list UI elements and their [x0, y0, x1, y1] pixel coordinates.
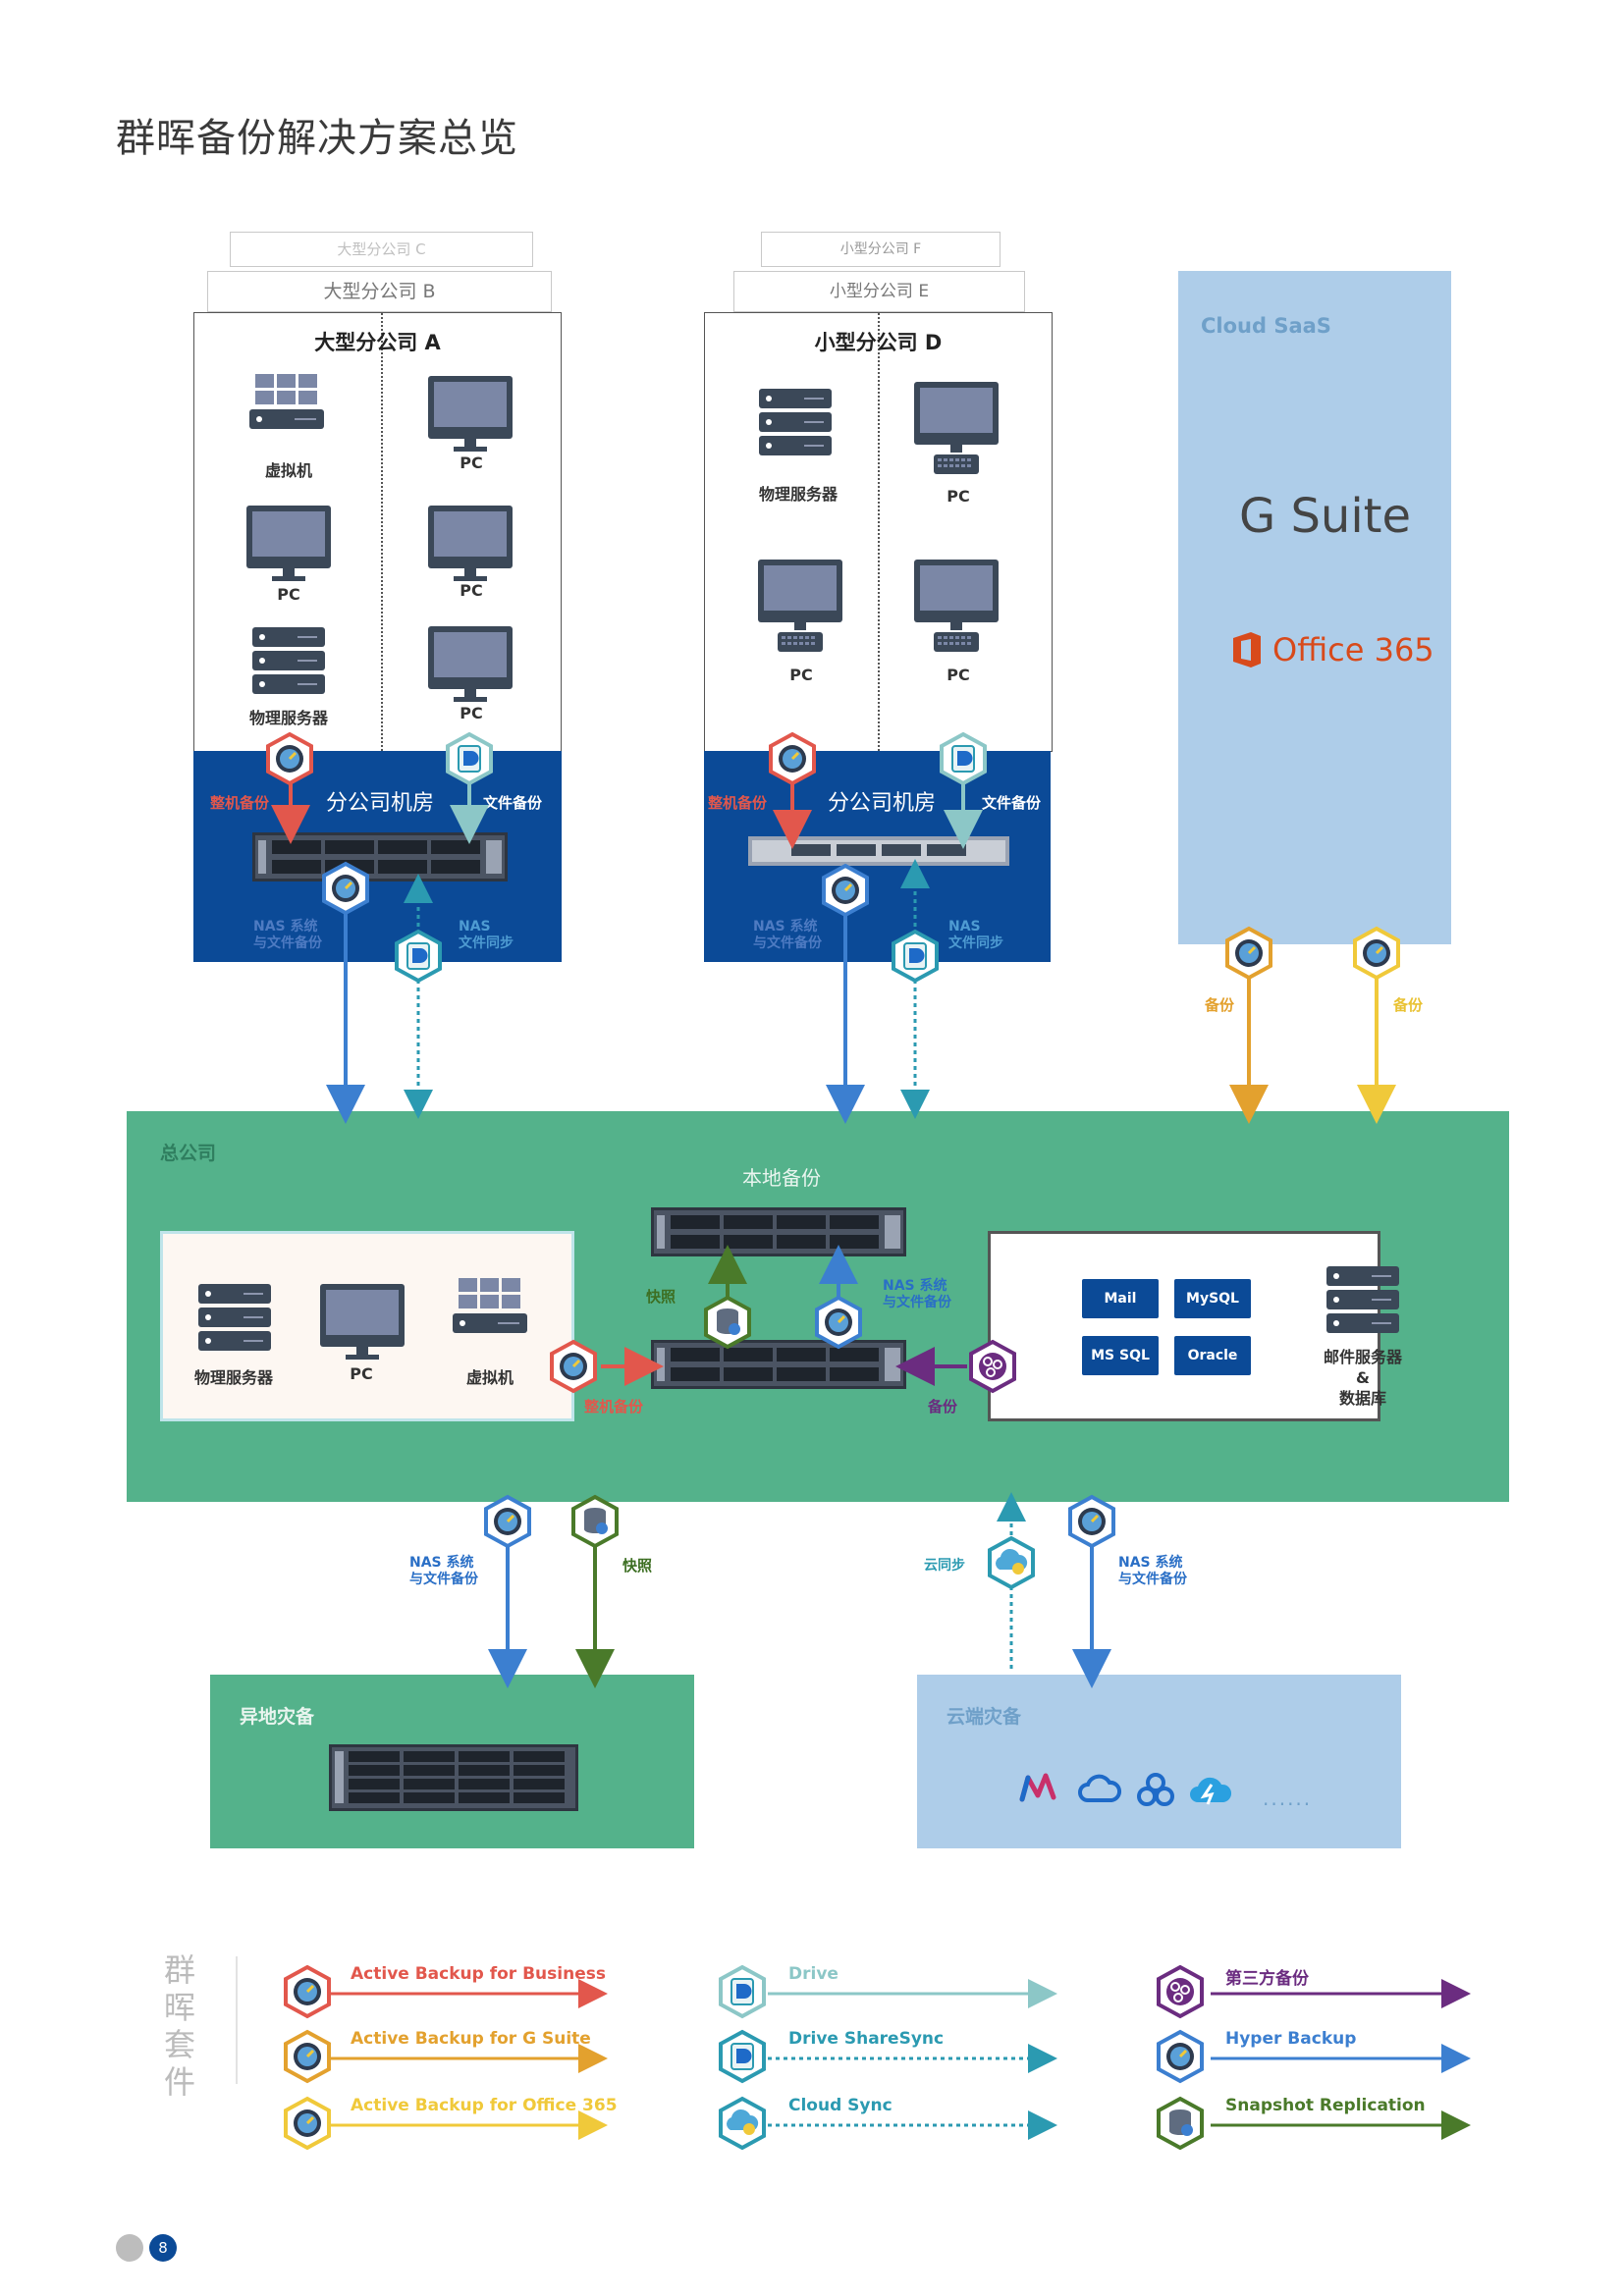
page-number: 8	[149, 2234, 177, 2262]
full-backup-label: 整机备份	[210, 794, 270, 812]
office-backup-label: 备份	[1393, 996, 1424, 1014]
device-label: PC	[460, 581, 483, 600]
device-label: PC	[789, 666, 813, 684]
hq-full-backup-label: 整机备份	[584, 1398, 644, 1415]
hq-third-party-backup-label: 备份	[928, 1398, 958, 1415]
offsite-nas-backup-label: NAS 系统 与文件备份	[409, 1555, 478, 1587]
tab-branch-f: 小型分公司 F	[761, 232, 1001, 267]
legend-label: Cloud Sync	[788, 2096, 893, 2115]
cloud-provider-logo-icon	[1078, 1774, 1121, 1802]
cloud-nas-backup-label: NAS 系统 与文件备份	[1118, 1555, 1187, 1587]
legend-cloud-sync-icon	[719, 2097, 766, 2150]
nas-sync-label: NAS 文件同步	[948, 919, 1003, 951]
legend-label: Snapshot Replication	[1225, 2096, 1426, 2115]
page-title: 群晖备份解决方案总览	[116, 116, 518, 161]
legend-third-party-backup-icon	[1157, 1965, 1204, 2018]
office365-logo-text: Office 365	[1272, 631, 1434, 668]
office-icon	[1233, 632, 1261, 667]
legend-group-title: 群晖套件	[163, 1951, 195, 2101]
page-dot-gray	[116, 2234, 143, 2262]
db-oracle: Oracle	[1174, 1336, 1251, 1375]
cloud-saas-panel: Cloud SaaS G Suite Office 365	[1178, 271, 1451, 944]
offsite-snapshot-label: 快照	[622, 1557, 653, 1575]
tab-branch-b: 大型分公司 B	[207, 271, 552, 312]
hq-mail-db-panel	[988, 1231, 1380, 1421]
device-label: PC	[350, 1364, 373, 1383]
more-providers-ellipsis: ......	[1263, 1787, 1313, 1810]
device-label: PC	[947, 487, 970, 506]
legend-label: 第三方备份	[1225, 1969, 1309, 1989]
legend-active-backup-business-icon	[284, 1965, 331, 2018]
cloud-saas-title: Cloud SaaS	[1201, 314, 1331, 338]
room-name: 分公司机房	[828, 791, 937, 816]
cloud-sync-label: 云同步	[924, 1558, 965, 1574]
cloud-provider-logo-icon	[1190, 1777, 1232, 1805]
cloud-dr-panel: 云端灾备 ......	[917, 1675, 1401, 1848]
nas-backup-label: NAS 系统 与文件备份	[753, 919, 822, 951]
legend-label: Active Backup for G Suite	[351, 2029, 591, 2049]
db-mssql: MS SQL	[1082, 1336, 1159, 1375]
device-label: 物理服务器	[193, 1368, 273, 1387]
legend-label: Drive ShareSync	[788, 2029, 945, 2049]
device-label: PC	[460, 454, 483, 472]
nas-backup-label: NAS 系统 与文件备份	[253, 919, 322, 951]
offsite-nas-icon	[329, 1744, 578, 1811]
local-backup-title: 本地备份	[742, 1166, 821, 1190]
device-label: 物理服务器	[758, 485, 838, 504]
full-backup-label: 整机备份	[708, 794, 768, 812]
legend-hyper-backup-icon	[1157, 2030, 1204, 2083]
legend-label: Hyper Backup	[1225, 2029, 1357, 2049]
device-label: PC	[947, 666, 970, 684]
gsuite-backup-label: 备份	[1205, 996, 1235, 1014]
legend-active-backup-gsuite-icon	[284, 2030, 331, 2083]
legend-active-backup-office365-icon	[284, 2097, 331, 2150]
offsite-title: 异地灾备	[240, 1706, 315, 1728]
device-label: 物理服务器	[248, 709, 328, 727]
legend-label: Drive	[788, 1964, 839, 1984]
device-label: PC	[277, 585, 300, 604]
tab-branch-e: 小型分公司 E	[733, 271, 1025, 312]
branch-large-a-name: 大型分公司 A	[314, 331, 441, 354]
branch-small-d-name: 小型分公司 D	[814, 331, 943, 354]
gsuite-logo-text: G Suite	[1239, 489, 1412, 544]
device-label: 虚拟机	[465, 1368, 514, 1387]
legend-label: Active Backup for Office 365	[351, 2096, 618, 2115]
file-backup-label: 文件备份	[483, 794, 543, 812]
legend-divider	[236, 1956, 238, 2084]
db-mysql: MySQL	[1174, 1279, 1251, 1318]
snapshot-label: 快照	[646, 1288, 676, 1306]
room-name: 分公司机房	[326, 791, 435, 816]
cloud-provider-logo-icon	[1019, 1773, 1056, 1802]
nas-sync-label: NAS 文件同步	[459, 919, 514, 951]
device-label: PC	[460, 704, 483, 722]
hq-title: 总公司	[160, 1143, 217, 1164]
device-label: 虚拟机	[264, 461, 312, 480]
legend-drive-sharesync-icon	[719, 2030, 766, 2083]
legend-label: Active Backup for Business	[351, 1964, 606, 1984]
cloud-provider-logo-icon	[1137, 1773, 1174, 1806]
legend-snapshot-replication-icon	[1157, 2097, 1204, 2150]
legend-drive-icon	[719, 1965, 766, 2018]
cloud-dr-title: 云端灾备	[947, 1706, 1022, 1728]
hq-nas-backup-label: NAS 系统 与文件备份	[883, 1278, 951, 1310]
mail-db-label: 邮件服务器 & 数据库	[1323, 1348, 1402, 1408]
tab-branch-c: 大型分公司 C	[230, 232, 533, 267]
file-backup-label: 文件备份	[982, 794, 1042, 812]
